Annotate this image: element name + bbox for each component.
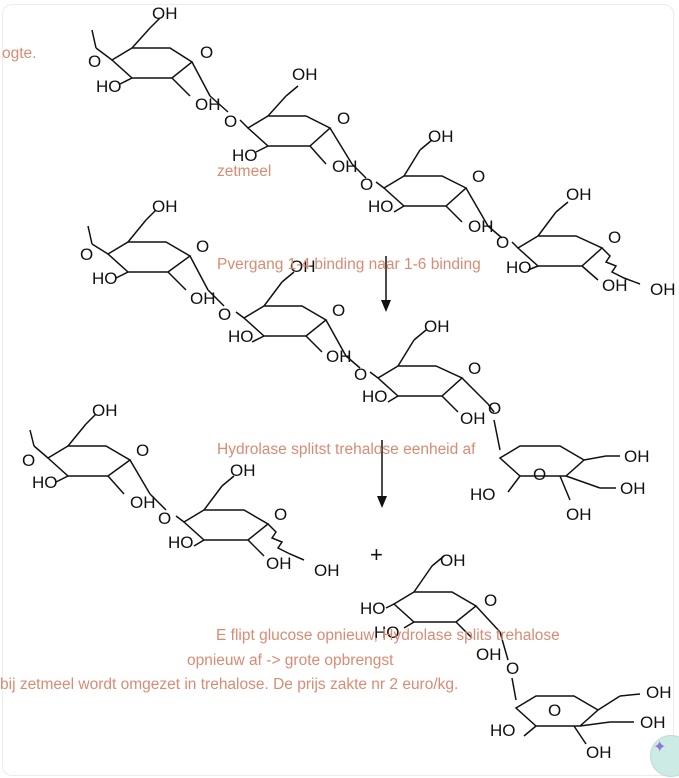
- ho-label: HO: [368, 197, 394, 216]
- reaction-arrow: [377, 440, 387, 508]
- ring-o-label: O: [468, 359, 481, 378]
- o-label: O: [506, 659, 519, 678]
- structure-trehalose: OH O HO HO OH O O OH OH HO OH: [360, 551, 672, 762]
- ho-label: HO: [32, 473, 58, 492]
- oh-label: OH: [230, 461, 256, 480]
- oh-label: OH: [440, 551, 466, 570]
- glucose-unit: OH O O HO OH O: [22, 401, 171, 528]
- ho-label: HO: [168, 533, 194, 552]
- oh-label: OH: [266, 554, 292, 573]
- oh-label: OH: [428, 127, 454, 146]
- ho-label: HO: [490, 721, 516, 740]
- ho-label: HO: [96, 77, 122, 96]
- oh-label: OH: [190, 289, 216, 308]
- oh-label: OH: [290, 257, 316, 276]
- oh-label: OH: [620, 479, 646, 498]
- ring-o-label: O: [136, 441, 149, 460]
- oh-label: OH: [586, 743, 612, 762]
- o-label: O: [88, 52, 101, 71]
- glucose-unit: O OH OH HO OH: [490, 677, 672, 762]
- ho-label: HO: [92, 269, 118, 288]
- o-label: O: [360, 175, 373, 194]
- oh-label: OH: [476, 645, 502, 664]
- glucose-unit: OH O HO OH OH: [506, 185, 676, 299]
- o-label: O: [224, 112, 237, 131]
- ho-label: HO: [228, 327, 254, 346]
- oh-label: OH: [624, 447, 650, 466]
- reaction-arrow: [381, 256, 391, 312]
- ho-label: HO: [360, 599, 386, 618]
- oh-label: OH: [130, 493, 156, 512]
- ho-label: HO: [362, 387, 388, 406]
- o-label: O: [354, 365, 367, 384]
- oh-label: OH: [640, 713, 666, 732]
- ho-label: HO: [374, 623, 400, 642]
- oh-label: OH: [314, 561, 340, 580]
- ring-o-label: O: [274, 505, 287, 524]
- annotation-step-3-line-2: opnieuw af -> grote opbrengst: [187, 652, 394, 669]
- glucose-unit: OH O HO OH O: [232, 65, 373, 194]
- structure-rearranged: OH O O HO OH O OH O HO OH O: [80, 197, 650, 524]
- annotation-step-3-line-1: E flipt glucose opnieuw, Hydrolase split…: [216, 627, 560, 644]
- o-label: O: [496, 233, 509, 252]
- ring-o-label: O: [472, 167, 485, 186]
- o-label: O: [158, 509, 171, 528]
- o-label: O: [80, 245, 93, 264]
- glucose-unit: OH O HO OH O: [362, 317, 501, 428]
- annotation-cropped: ogte.: [2, 45, 37, 62]
- oh-label: OH: [92, 401, 118, 420]
- annotation-summary: bij zetmeel wordt omgezet in trehalose. …: [0, 676, 459, 693]
- ring-o-label: O: [548, 701, 561, 720]
- o-label: O: [488, 399, 501, 418]
- oh-label: OH: [650, 280, 676, 299]
- glucose-unit: OH O HO OH OH: [168, 461, 340, 580]
- glucose-unit: OH O HO OH O: [368, 127, 509, 252]
- ring-o-label: O: [608, 228, 621, 247]
- ring-o-label: O: [200, 43, 213, 62]
- glucose-unit: OH O O HO OH O: [88, 4, 237, 131]
- ho-label: HO: [232, 146, 258, 165]
- oh-label: OH: [332, 157, 358, 176]
- structure-starch: OH O O HO OH O OH O HO OH O: [88, 4, 676, 299]
- oh-label: OH: [566, 505, 592, 524]
- oh-label: OH: [602, 276, 628, 295]
- annotation-step-1: Pvergang 1-4 binding naar 1-6 binding: [217, 256, 481, 273]
- annotation-step-2: Hydrolase splitst trehalose eenheid af: [217, 441, 476, 458]
- glucose-unit: OH O HO OH O: [228, 257, 367, 384]
- canvas-frame: [2, 4, 674, 776]
- glucose-unit: OH O O HO OH O: [80, 197, 231, 324]
- ring-o-label: O: [533, 465, 546, 484]
- annotation-zetmeel: zetmeel: [217, 163, 272, 180]
- oh-label: OH: [326, 347, 352, 366]
- ho-label: HO: [470, 485, 496, 504]
- ring-o-label: O: [332, 301, 345, 320]
- oh-label: OH: [195, 95, 221, 114]
- o-label: O: [22, 451, 35, 470]
- sparkle-icon: ✦: [653, 739, 667, 756]
- glucose-unit: O OH OH HO OH: [470, 419, 650, 524]
- glucose-unit: OH O HO HO OH O: [360, 551, 519, 678]
- oh-label: OH: [152, 4, 178, 23]
- oh-label: OH: [292, 65, 318, 84]
- ring-o-label: O: [196, 237, 209, 256]
- ring-o-label: O: [337, 109, 350, 128]
- oh-label: OH: [468, 217, 494, 236]
- oh-label: OH: [646, 683, 672, 702]
- ho-label: HO: [506, 258, 532, 277]
- o-label: O: [218, 305, 231, 324]
- oh-label: OH: [460, 409, 486, 428]
- oh-label: OH: [566, 185, 592, 204]
- plus-sign: +: [370, 542, 383, 567]
- structure-remaining-chain: OH O O HO OH O OH O HO OH OH: [22, 401, 340, 580]
- oh-label: OH: [152, 197, 178, 216]
- oh-label: OH: [424, 317, 450, 336]
- ring-o-label: O: [484, 591, 497, 610]
